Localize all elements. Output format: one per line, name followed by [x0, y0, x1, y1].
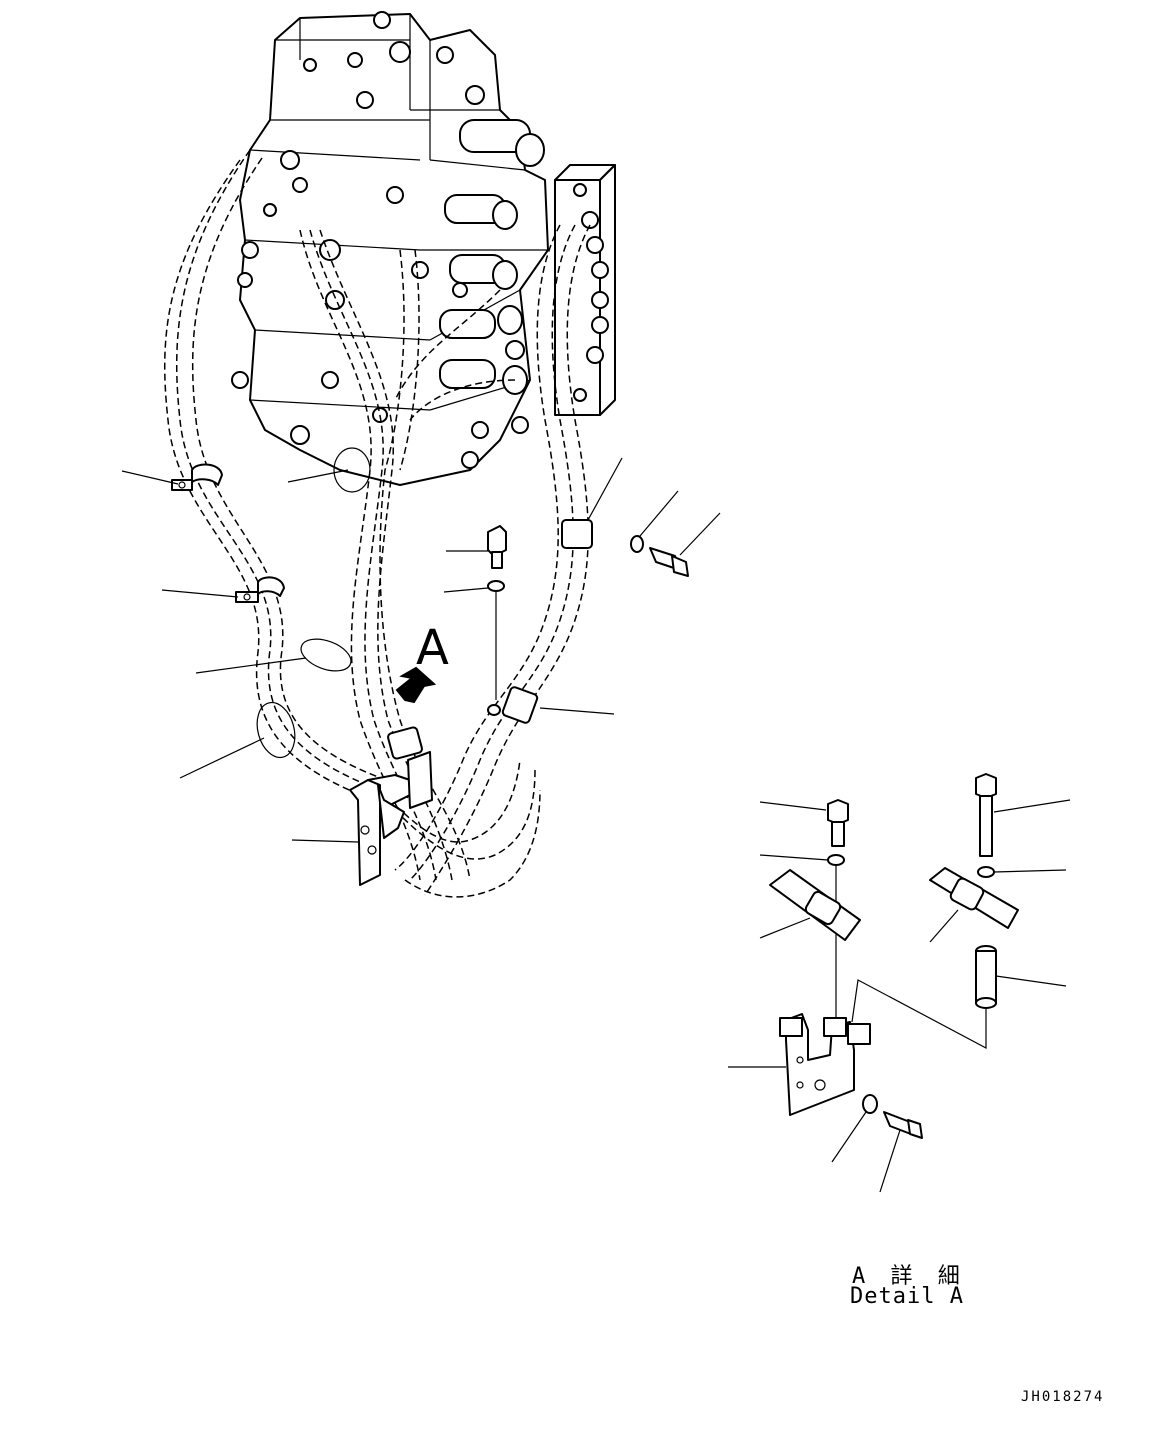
detail-label-english: Detail A [850, 1284, 964, 1309]
detail-callout-letter: A [416, 620, 449, 676]
solenoid-manifold-block [554, 164, 616, 416]
solenoid-valves [439, 119, 545, 395]
hose-clamps [171, 447, 593, 760]
main-fasteners [487, 525, 689, 716]
hose-bracket-main [349, 751, 433, 886]
leader-lines-main [121, 457, 721, 843]
detail-a-view [728, 773, 1071, 1193]
control-valve-assembly [231, 11, 549, 486]
drawing-code: JH018274 [1021, 1389, 1105, 1405]
hose-bundles [164, 149, 591, 898]
detail-label-japanese: A 詳 細 [852, 1264, 966, 1289]
valve-ports [231, 11, 529, 469]
detail-a-arrow [395, 666, 437, 704]
